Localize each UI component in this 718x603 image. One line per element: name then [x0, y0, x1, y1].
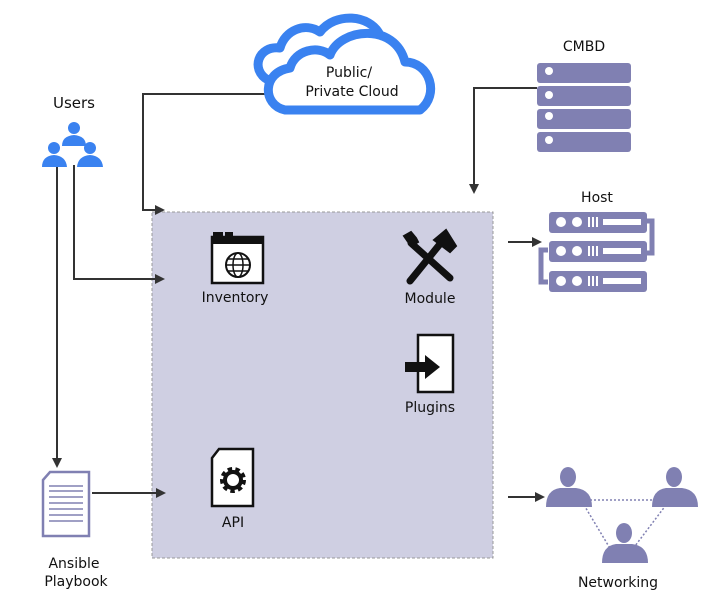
host-servers-icon [538, 212, 655, 292]
playbook-document-icon [41, 470, 91, 538]
playbook-label-line1: Ansible [48, 556, 99, 572]
networking-people-icon [546, 467, 698, 563]
plugins-icon [405, 333, 455, 394]
cloud-icon [253, 13, 436, 115]
host-label: Host [581, 190, 613, 206]
plugins-label: Plugins [405, 400, 455, 416]
users-label: Users [53, 94, 95, 112]
playbook-label-line2: Playbook [44, 574, 108, 590]
cloud-label-line1: Public/ [326, 65, 372, 81]
networking-label: Networking [578, 575, 658, 591]
cloud-to-engine-arrow [142, 93, 265, 215]
api-label: API [222, 515, 244, 531]
module-tools-icon [402, 228, 458, 285]
module-label: Module [405, 291, 456, 307]
users-to-inventory-arrow [73, 165, 165, 284]
inventory-label: Inventory [202, 290, 269, 306]
api-file-gear-icon [210, 447, 255, 508]
cloud-label-line2: Private Cloud [305, 84, 398, 100]
inventory-icon [210, 232, 265, 285]
cmbd-to-engine-arrow [469, 87, 537, 194]
cmbd-label: CMBD [563, 39, 605, 55]
users-icon [42, 122, 103, 167]
cmbd-database-icon [537, 63, 631, 152]
